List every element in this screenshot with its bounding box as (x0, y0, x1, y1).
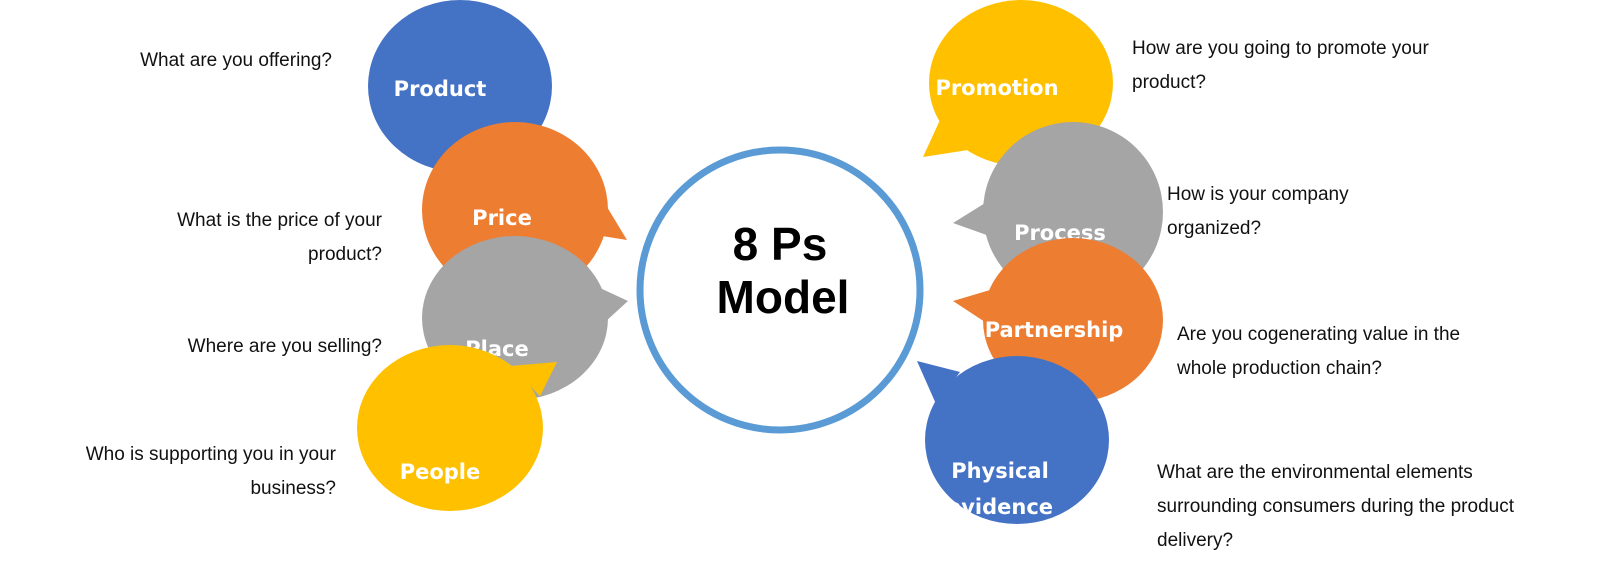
question-process: How is your company organized? (1167, 184, 1349, 239)
question-partnership: Are you cogenerating value in the whole … (1177, 324, 1461, 379)
center-title-line1: 8 Ps (733, 218, 828, 270)
bubble-label-price: Price (472, 206, 532, 230)
center-title-line2: Model (717, 271, 850, 323)
question-people: Who is supporting you in your business? (85, 444, 336, 499)
bubble-label-partnership: Partnership (985, 318, 1124, 342)
center-circle: 8 Ps Model (636, 146, 924, 434)
bubble-label-physical: Physical (951, 459, 1049, 483)
bubble-label-people: People (400, 460, 481, 484)
bubble-physical-evidence: Physical evidence (917, 356, 1109, 524)
bubble-label-promotion: Promotion (935, 76, 1058, 100)
bubble-label-product: Product (394, 77, 487, 101)
question-place: Where are you selling? (187, 336, 382, 357)
question-promotion: How are you going to promote your produc… (1132, 38, 1429, 93)
bubble-people: People (357, 345, 557, 511)
question-physical-evidence: What are the environmental elements surr… (1157, 462, 1514, 551)
bubble-label-evidence: evidence (947, 495, 1053, 519)
question-product: What are you offering? (140, 50, 332, 71)
question-price: What is the price of your product? (177, 210, 382, 265)
